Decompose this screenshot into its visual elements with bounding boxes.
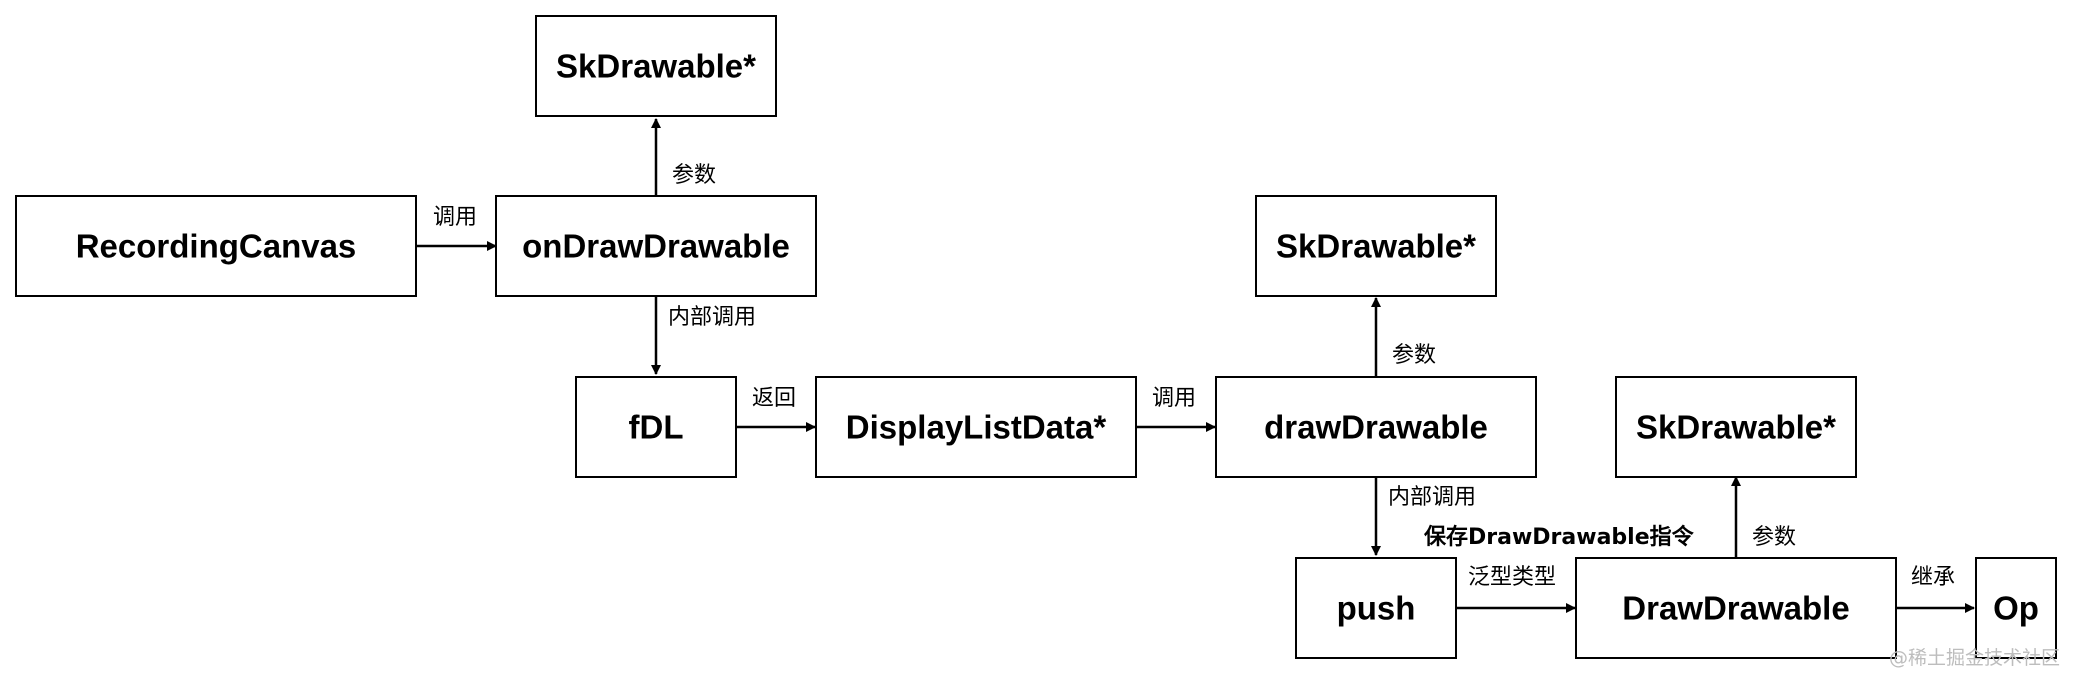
label-internal-call-2: 内部调用	[1388, 485, 1476, 510]
node-display-list-data: DisplayListData*	[815, 376, 1137, 478]
label-call-1: 调用	[433, 205, 477, 230]
svg-text:onDrawDrawable: onDrawDrawable	[522, 228, 790, 265]
node-skdrawable-1: SkDrawable*	[535, 15, 777, 117]
svg-text:DrawDrawable: DrawDrawable	[1622, 590, 1849, 627]
label-save-instruction: 保存DrawDrawable指令	[1423, 524, 1695, 550]
label-internal-call-1: 内部调用	[668, 305, 756, 330]
svg-text:SkDrawable*: SkDrawable*	[1276, 228, 1476, 265]
node-op: Op	[1975, 557, 2057, 659]
svg-text:push: push	[1337, 590, 1416, 627]
label-param-2: 参数	[1392, 343, 1436, 368]
label-returns: 返回	[752, 386, 796, 411]
svg-text:drawDrawable: drawDrawable	[1264, 409, 1488, 446]
node-fdl: fDL	[575, 376, 737, 478]
label-inherits: 继承	[1911, 565, 1955, 590]
svg-text:RecordingCanvas: RecordingCanvas	[76, 228, 357, 265]
node-recording-canvas: RecordingCanvas	[15, 195, 417, 297]
node-draw-drawable: drawDrawable	[1215, 376, 1537, 478]
svg-text:SkDrawable*: SkDrawable*	[556, 48, 756, 85]
node-on-draw-drawable: onDrawDrawable	[495, 195, 817, 297]
node-draw-drawable-op: DrawDrawable	[1575, 557, 1897, 659]
label-call-2: 调用	[1152, 386, 1196, 411]
node-skdrawable-2: SkDrawable*	[1255, 195, 1497, 297]
svg-text:SkDrawable*: SkDrawable*	[1636, 409, 1836, 446]
label-param-3: 参数	[1752, 525, 1796, 550]
node-push: push	[1295, 557, 1457, 659]
watermark: @稀土掘金技术社区	[1889, 647, 2060, 669]
svg-text:DisplayListData*: DisplayListData*	[846, 409, 1107, 446]
label-param-1: 参数	[672, 163, 716, 188]
svg-text:Op: Op	[1993, 590, 2039, 627]
node-skdrawable-3: SkDrawable*	[1615, 376, 1857, 478]
svg-text:fDL: fDL	[629, 409, 684, 446]
label-generic-type: 泛型类型	[1468, 565, 1556, 590]
